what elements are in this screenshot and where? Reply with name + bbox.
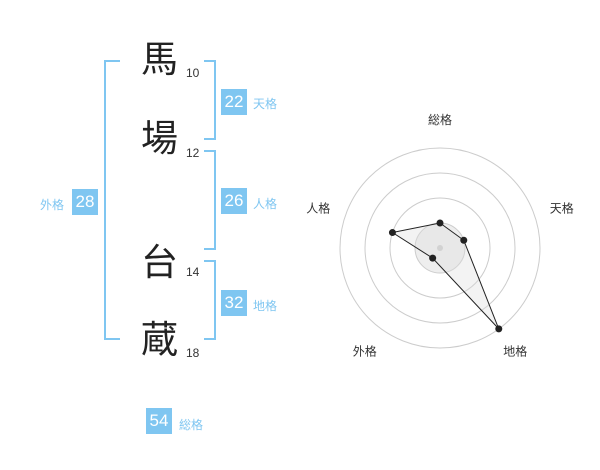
radar-point xyxy=(495,325,503,333)
radar-axis-label: 地格 xyxy=(503,344,527,359)
tenkaku-badge: 22 xyxy=(221,89,247,115)
radar-center xyxy=(437,245,443,251)
chikaku-badge: 32 xyxy=(221,290,247,316)
radar-ring xyxy=(364,172,516,324)
radar-point xyxy=(460,236,468,244)
char-2: 場 xyxy=(141,117,178,160)
radar-point xyxy=(436,219,444,227)
radar-axis-label: 天格 xyxy=(550,200,574,215)
chikaku-bracket xyxy=(204,260,216,340)
gaikaku-label: 外格 xyxy=(40,198,65,212)
jinkaku-label: 人格 xyxy=(253,197,278,211)
jinkaku-badge: 26 xyxy=(221,188,247,214)
jinkaku-bracket xyxy=(204,150,216,250)
char-4: 蔵 xyxy=(141,318,178,361)
soukaku-label: 総格 xyxy=(179,418,204,432)
char-3: 台 xyxy=(141,241,178,284)
gaikaku-bracket xyxy=(104,60,120,340)
stroke-count-3: 14 xyxy=(186,265,200,279)
gaikaku-badge: 28 xyxy=(72,189,98,215)
radar-point xyxy=(388,229,396,237)
tenkaku-bracket xyxy=(204,60,216,140)
radar-axis-label: 総格 xyxy=(428,112,452,127)
tenkaku-label: 天格 xyxy=(253,97,278,111)
char-1: 馬 xyxy=(141,38,178,81)
soukaku-badge: 54 xyxy=(146,408,172,434)
stroke-count-4: 18 xyxy=(186,346,200,360)
stroke-count-2: 12 xyxy=(186,146,200,160)
radar-ring xyxy=(389,197,491,299)
radar-point xyxy=(429,254,437,262)
radar-axis-label: 外格 xyxy=(353,344,377,359)
radar-series-polygon xyxy=(391,222,500,330)
radar-axis-label: 人格 xyxy=(306,200,330,215)
chikaku-label: 地格 xyxy=(253,299,278,313)
stroke-count-1: 10 xyxy=(186,66,200,80)
radar-ring xyxy=(339,147,541,349)
